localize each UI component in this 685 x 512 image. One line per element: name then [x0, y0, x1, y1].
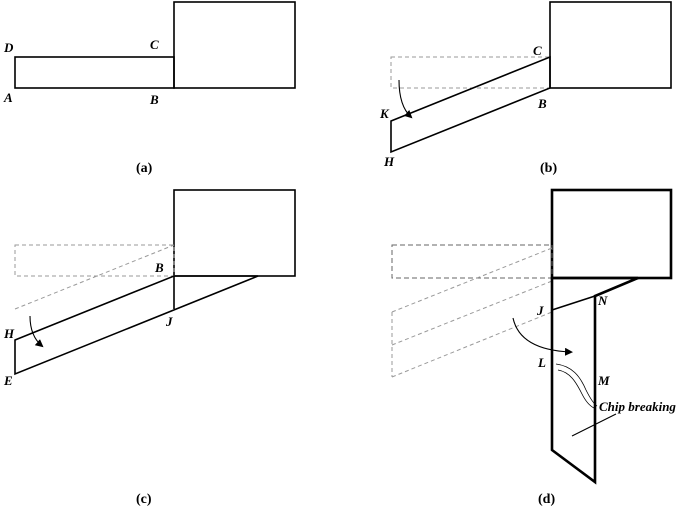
panel-caption: (d)	[538, 492, 555, 507]
chip-breaking-label: Chip breaking	[599, 399, 676, 414]
point-label-c: C	[533, 43, 542, 58]
panel-c: B H J E (c)	[3, 189, 296, 507]
point-label-b: B	[154, 260, 164, 275]
workpiece-layer	[14, 56, 175, 89]
crack-line	[557, 369, 595, 409]
point-label-n: N	[597, 293, 608, 308]
rotation-arrow	[512, 317, 573, 356]
point-label-l: L	[537, 355, 546, 370]
point-label-k: K	[379, 106, 390, 121]
chip-breaking-pointer	[571, 413, 617, 437]
shear-line-jn	[551, 295, 596, 311]
original-layer-ghost	[14, 244, 175, 277]
chip-ghost-3	[391, 311, 553, 378]
intermediate-chip-ghost	[14, 244, 175, 310]
tool-block	[173, 189, 296, 277]
panel-b: C K B H (b)	[379, 1, 672, 176]
point-label-b: B	[149, 92, 159, 107]
point-label-c: C	[150, 37, 159, 52]
tool-block	[173, 1, 296, 89]
rotated-chip	[14, 275, 259, 376]
point-label-j: J	[165, 314, 173, 329]
point-label-a: A	[3, 90, 13, 105]
original-layer-ghost	[390, 56, 551, 89]
tool-block	[549, 1, 672, 89]
rotation-arrow	[398, 79, 413, 119]
point-label-h: H	[383, 154, 395, 169]
point-label-d: D	[3, 40, 14, 55]
point-label-b: B	[537, 96, 547, 111]
original-layer-ghost	[391, 244, 553, 279]
tool-block	[550, 188, 673, 280]
chip-ghost-2	[391, 280, 553, 346]
bent-chip	[550, 276, 639, 485]
panel-caption: (c)	[136, 492, 152, 507]
chip-ghost-1	[391, 247, 553, 313]
point-label-e: E	[3, 373, 13, 388]
panel-d: J N L M Chip breaking (d)	[391, 188, 676, 507]
panel-a: D C A B (a)	[3, 1, 296, 176]
rotated-chip	[390, 55, 551, 154]
rotation-arrow	[29, 315, 44, 348]
point-label-j: J	[536, 303, 544, 318]
panel-caption: (b)	[540, 161, 557, 176]
point-label-m: M	[597, 373, 610, 388]
crack-line	[555, 363, 598, 407]
point-label-h: H	[3, 326, 15, 341]
panel-caption: (a)	[136, 161, 153, 176]
